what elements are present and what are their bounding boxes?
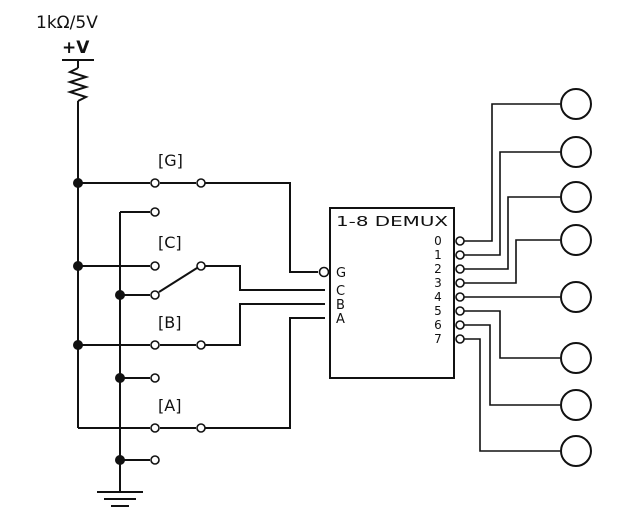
wire-to-c-input — [205, 265, 325, 291]
demux-input-g: G — [336, 266, 346, 281]
output-wire-6 — [464, 324, 560, 406]
lamp-5-icon — [560, 342, 592, 374]
switch-a-label: [A] — [158, 396, 181, 415]
demux-input-b: B — [336, 298, 345, 313]
lamp-1-icon — [560, 136, 592, 168]
switch-b[interactable]: [B] — [78, 303, 325, 383]
pullup-resistor-icon — [66, 67, 90, 102]
output-bubble — [455, 320, 465, 330]
demux-chip: 1-8 DEMUX G C B A 0 1 2 3 4 5 6 7 — [318, 207, 465, 379]
demux-body — [329, 207, 455, 379]
switch-terminal — [150, 261, 160, 271]
lamps — [560, 88, 592, 467]
lamp-4-icon — [560, 281, 592, 313]
switch-terminal — [150, 423, 160, 433]
junction-dots — [73, 178, 125, 465]
switch-terminal — [150, 373, 160, 383]
supply-rating-label: 1kΩ/5V — [36, 13, 98, 33]
junction-dot — [115, 373, 125, 383]
switch-b-label: [B] — [158, 313, 181, 332]
demux-output-labels: 0 1 2 3 4 5 6 7 — [434, 234, 442, 346]
output-wire-2 — [464, 196, 560, 270]
lamp-6-icon — [560, 389, 592, 421]
switch-g-label: [G] — [158, 151, 183, 170]
output-wires — [464, 103, 560, 452]
demux-output-label: 4 — [434, 290, 442, 304]
switch-terminal — [196, 261, 206, 271]
demux-output-label: 6 — [434, 318, 442, 332]
demux-input-a: A — [336, 312, 345, 327]
output-bubble — [455, 292, 465, 302]
switch-terminal — [150, 178, 160, 188]
lamp-3-icon — [560, 224, 592, 256]
output-wire-5 — [464, 310, 560, 359]
switch-c-lever — [158, 267, 198, 293]
demux-output-label: 5 — [434, 304, 442, 318]
junction-dot — [115, 455, 125, 465]
demux-output-bubbles — [455, 236, 465, 344]
demux-output-label: 0 — [434, 234, 442, 248]
switch-terminal — [196, 178, 206, 188]
demux-output-label: 3 — [434, 276, 442, 290]
output-wire-3 — [464, 239, 560, 284]
output-wire-1 — [464, 151, 560, 256]
switch-terminal — [150, 290, 160, 300]
switch-c[interactable]: [C] — [78, 207, 325, 300]
demux-input-c: C — [336, 284, 345, 299]
supply-voltage-label: +V — [62, 38, 90, 58]
switch-g[interactable]: [G] — [78, 151, 318, 273]
wire-to-a-input — [205, 317, 325, 429]
power-supply: 1kΩ/5V +V — [36, 13, 98, 428]
switch-terminal — [150, 207, 160, 217]
switch-c-label: [C] — [158, 233, 182, 252]
output-bubble — [455, 334, 465, 344]
output-wire-0 — [464, 103, 560, 242]
lamp-0-icon — [560, 88, 592, 120]
output-bubble — [455, 236, 465, 246]
switch-a[interactable]: [A] — [78, 317, 325, 465]
demux-output-label: 7 — [434, 332, 442, 346]
demux-title: 1-8 DEMUX — [336, 215, 448, 230]
switch-terminal — [196, 340, 206, 350]
output-wire-7 — [464, 338, 560, 452]
lamp-2-icon — [560, 181, 592, 213]
wire-to-b-input — [205, 303, 325, 346]
demux-output-label: 2 — [434, 262, 442, 276]
switch-terminal — [150, 340, 160, 350]
output-bubble — [455, 278, 465, 288]
lamp-7-icon — [560, 435, 592, 467]
wire-to-g-input — [205, 182, 318, 273]
demux-output-label: 1 — [434, 248, 442, 262]
output-bubble — [455, 306, 465, 316]
g-input-bubble — [318, 266, 330, 278]
output-bubble — [455, 264, 465, 274]
switch-terminal — [150, 455, 160, 465]
switch-terminal — [196, 423, 206, 433]
output-bubble — [455, 250, 465, 260]
